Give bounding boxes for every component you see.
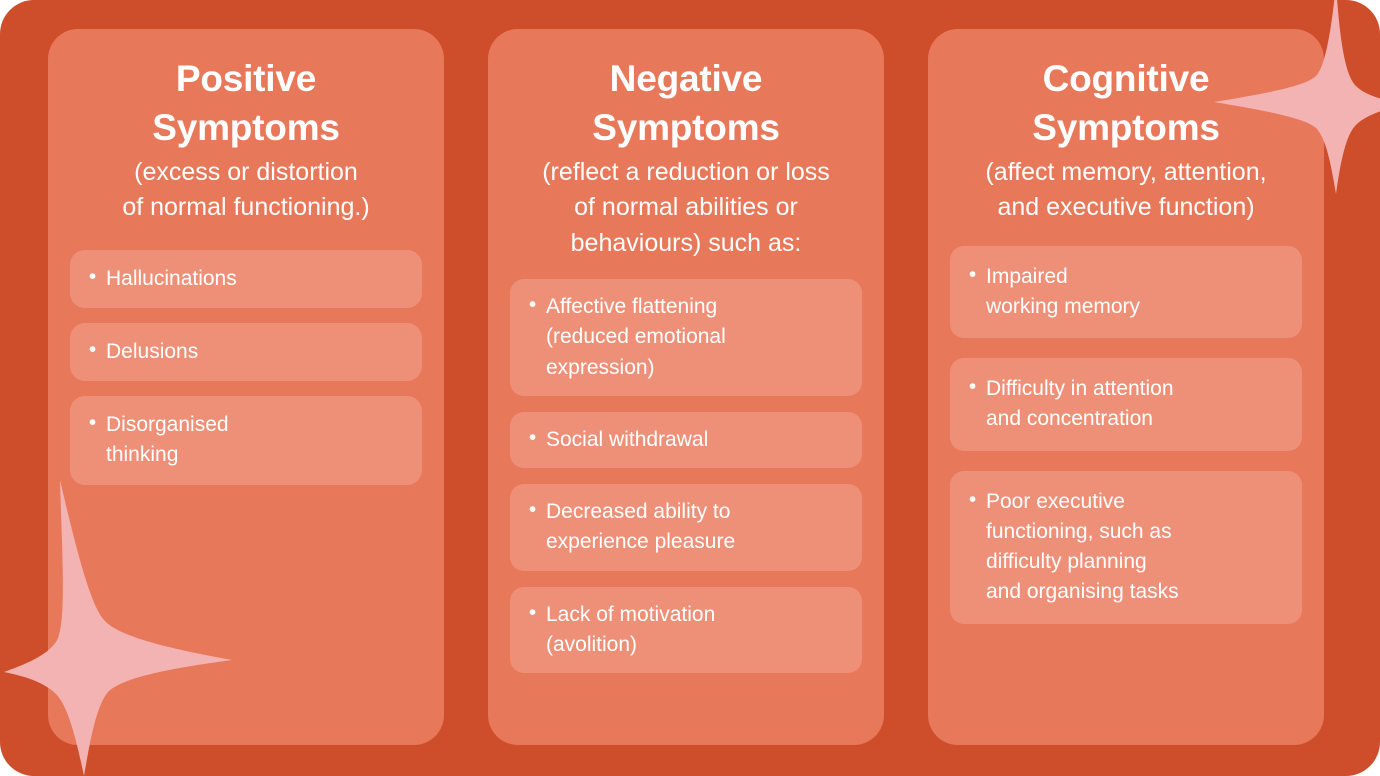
- list-item: • Affective flattening (reduced emotiona…: [510, 279, 862, 396]
- list-item: • Difficulty in attention and concentrat…: [950, 358, 1302, 451]
- list-item: • Poor executive functioning, such as di…: [950, 470, 1302, 624]
- card-positive-symptoms: Positive Symptoms (excess or distortion …: [48, 29, 444, 745]
- card-subtitle-cognitive: (affect memory, attention, and executive…: [985, 157, 1267, 222]
- card-subtitle-negative: (reflect a reduction or loss of normal a…: [542, 157, 830, 257]
- list-item-label: Hallucinations: [106, 266, 237, 290]
- list-item: • Disorganised thinking: [70, 396, 422, 485]
- list-item-label: Social withdrawal: [546, 427, 709, 451]
- list-item: • Decreased ability to experience pleasu…: [510, 484, 862, 571]
- pill-list-cognitive: • Impaired working memory • Difficulty i…: [950, 245, 1302, 624]
- list-item: • Social withdrawal: [510, 411, 862, 469]
- card-title-positive: Positive Symptoms: [152, 58, 340, 148]
- list-item-label: Decreased ability to experience pleasure: [546, 500, 736, 554]
- list-item-label: Disorganised thinking: [106, 413, 229, 467]
- bullet-icon: •: [528, 425, 537, 449]
- list-item: • Delusions: [70, 322, 422, 382]
- card-title-negative: Negative Symptoms: [592, 58, 780, 148]
- list-item-label: Delusions: [106, 339, 199, 363]
- list-item-label: Difficulty in attention and concentratio…: [986, 377, 1174, 431]
- pill-list-negative: • Affective flattening (reduced emotiona…: [510, 279, 862, 674]
- card-cognitive-symptoms: Cognitive Symptoms (affect memory, atten…: [928, 29, 1324, 745]
- card-negative-symptoms: Negative Symptoms (reflect a reduction o…: [488, 29, 884, 745]
- bullet-icon: •: [88, 337, 97, 361]
- pill-list-positive: • Hallucinations • Delusions • Disorgani…: [70, 249, 422, 485]
- bullet-icon: •: [968, 487, 977, 511]
- bullet-icon: •: [528, 293, 537, 317]
- list-item-label: Poor executive functioning, such as diff…: [986, 489, 1179, 604]
- card-subtitle-positive: (excess or distortion of normal function…: [122, 157, 370, 222]
- list-item: • Impaired working memory: [950, 245, 1302, 339]
- list-item: • Hallucinations: [70, 249, 422, 308]
- bullet-icon: •: [528, 498, 537, 522]
- card-title-cognitive: Cognitive Symptoms: [1032, 58, 1220, 148]
- list-item-label: Impaired working memory: [986, 264, 1141, 318]
- bullet-icon: •: [968, 262, 977, 286]
- bullet-icon: •: [968, 375, 977, 399]
- list-item-label: Affective flattening (reduced emotional …: [546, 295, 726, 379]
- list-item: • Lack of motivation (avolition): [510, 586, 862, 674]
- bullet-icon: •: [88, 411, 97, 435]
- bullet-icon: •: [88, 264, 97, 288]
- list-item-label: Lack of motivation (avolition): [546, 602, 716, 656]
- bullet-icon: •: [528, 600, 537, 624]
